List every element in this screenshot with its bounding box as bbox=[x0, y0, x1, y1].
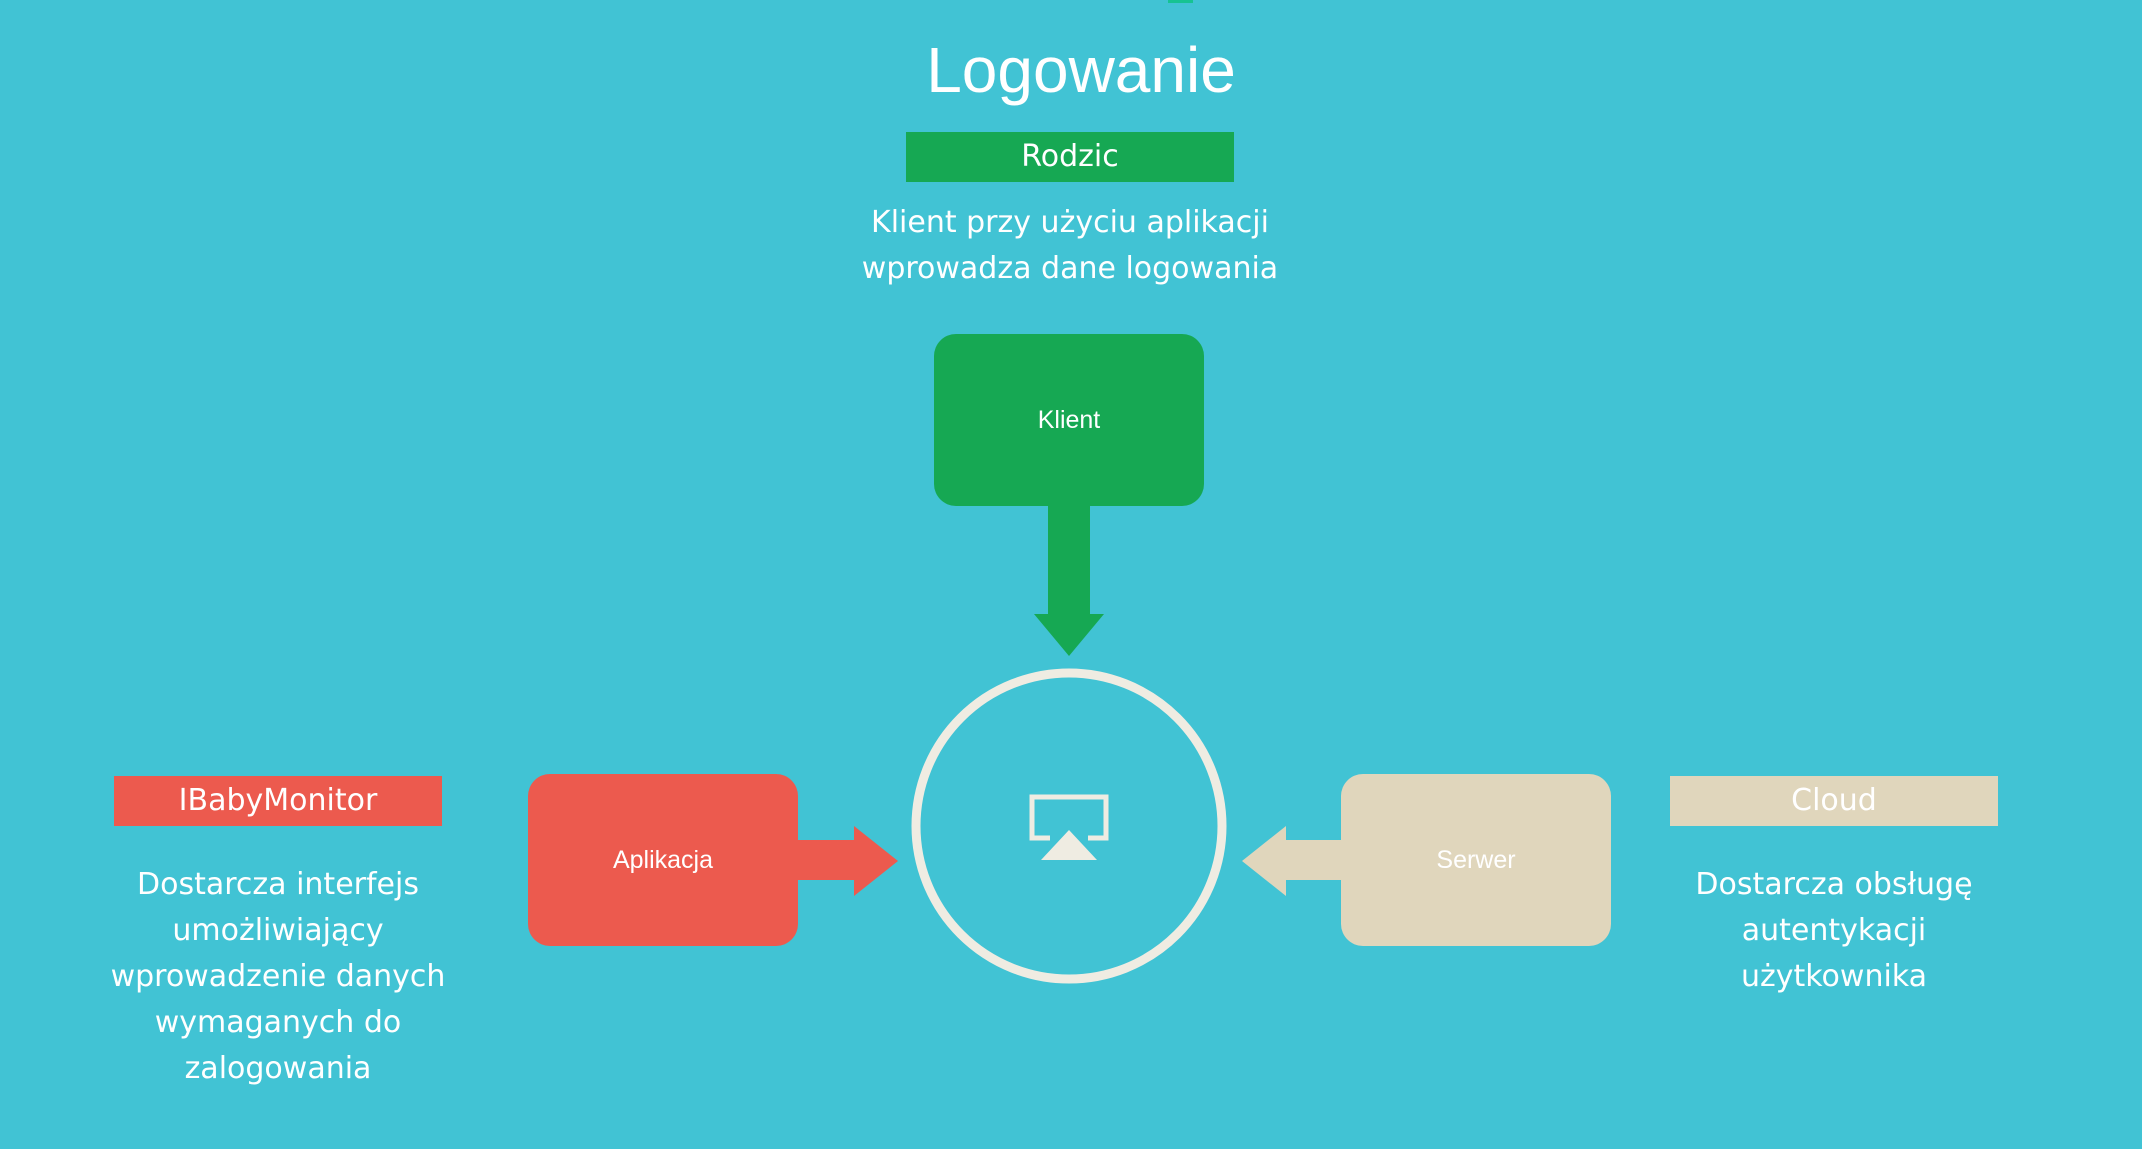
cloud-description-line: Dostarcza obsługę bbox=[1695, 867, 1973, 902]
page-title: Logowanie bbox=[926, 34, 1236, 106]
rodzic-label: Rodzic bbox=[906, 132, 1234, 182]
ibabymonitor-label: IBabyMonitor bbox=[114, 776, 442, 826]
cloud-description-line: autentykacji bbox=[1741, 913, 1927, 948]
aplikacja-box: Aplikacja bbox=[528, 774, 798, 946]
klient-box-label: Klient bbox=[1037, 405, 1101, 434]
serwer-box-label: Serwer bbox=[1436, 845, 1516, 874]
rodzic-description: Klient przy użyciu aplikacji wprowadza d… bbox=[760, 200, 1380, 292]
serwer-arrow bbox=[1242, 826, 1344, 896]
rodzic-description-line: Klient przy użyciu aplikacji bbox=[871, 205, 1269, 240]
serwer-box: Serwer bbox=[1341, 774, 1611, 946]
aplikacja-box-label: Aplikacja bbox=[612, 845, 714, 874]
rodzic-description-line: wprowadza dane logowania bbox=[861, 251, 1279, 286]
ibabymonitor-description: Dostarcza interfejs umożliwiający wprowa… bbox=[78, 862, 478, 1092]
klient-box: Klient bbox=[934, 334, 1204, 506]
ibabymonitor-description-line: wymaganych do bbox=[154, 1005, 402, 1040]
ibabymonitor-description-line: wprowadzenie danych bbox=[110, 959, 446, 994]
klient-arrow bbox=[1034, 504, 1104, 656]
cloud-description-line: użytkownika bbox=[1740, 959, 1928, 994]
ibabymonitor-description-line: umożliwiający bbox=[172, 913, 384, 948]
airplay-icon bbox=[1029, 794, 1109, 860]
ibabymonitor-description-line: zalogowania bbox=[184, 1051, 372, 1086]
center-circle bbox=[911, 668, 1227, 984]
aplikacja-arrow bbox=[796, 826, 898, 896]
ibabymonitor-description-line: Dostarcza interfejs bbox=[137, 867, 419, 902]
top-accent-tab bbox=[1168, 0, 1193, 3]
cloud-label: Cloud bbox=[1670, 776, 1998, 826]
cloud-description: Dostarcza obsługę autentykacji użytkowni… bbox=[1630, 862, 2038, 1000]
